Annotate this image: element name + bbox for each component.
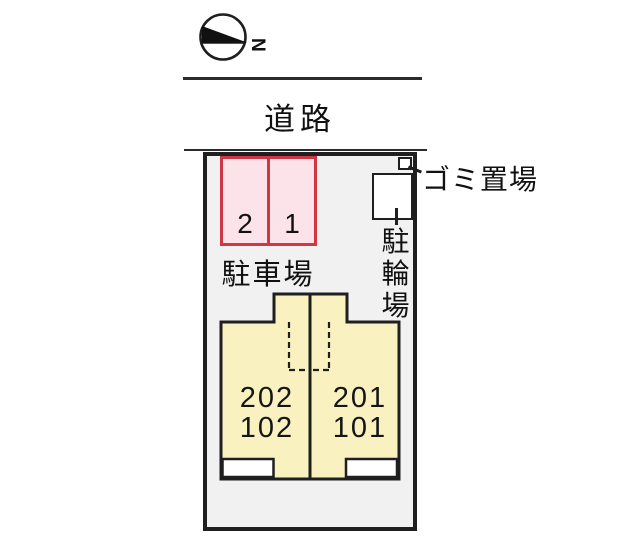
road-site-boundary-line	[184, 149, 427, 151]
unit-number: 202	[239, 382, 295, 414]
bicycle-parking-box	[372, 173, 413, 220]
parking-space-number: 1	[284, 208, 300, 239]
unit-number: 101	[332, 412, 388, 444]
parking-space-2: 2	[223, 159, 270, 243]
bicycle-parking-label: 駐 輪 場	[381, 226, 410, 322]
road-label: 道路	[264, 102, 336, 137]
bicycle-label-char: 場	[381, 290, 410, 321]
parking-area: 2 1	[220, 156, 317, 246]
unit-label-west: 202 102	[221, 383, 313, 443]
unit-number: 201	[332, 382, 388, 414]
building-outline	[219, 292, 401, 481]
unit-number: 102	[239, 412, 295, 444]
bicycle-label-char: 輪	[381, 258, 410, 289]
parking-space-number: 2	[237, 208, 253, 239]
garbage-label: ゴミ置場	[422, 164, 539, 195]
parking-label: 駐車場	[221, 259, 315, 291]
bicycle-parking-gate-tick	[395, 208, 398, 225]
compass-north-letter: N	[247, 38, 268, 52]
road-upper-edge-line	[183, 77, 422, 80]
bicycle-label-char: 駐	[381, 226, 410, 257]
parking-space-1: 1	[270, 159, 314, 243]
north-compass-icon: N	[199, 13, 268, 61]
unit-label-east: 201 101	[314, 383, 406, 443]
